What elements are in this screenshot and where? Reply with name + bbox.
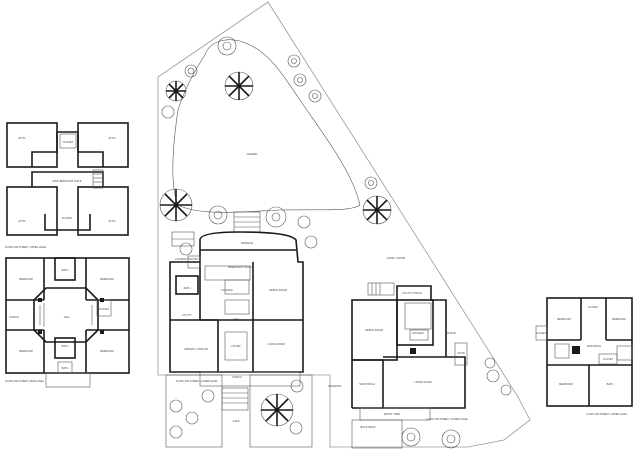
room-label: OFFICE [446, 331, 456, 335]
room-label: GATE [233, 419, 240, 423]
caption-center: 16 WILLOW STREET | LOWER LEVEL [176, 380, 219, 383]
label-terrace: TERRACE [241, 241, 254, 245]
room-label: CLOSET [603, 357, 614, 361]
shrub-icon [289, 421, 303, 435]
room-label: PORCH [232, 375, 241, 379]
caption-far-right: 14 WILLOW STREET | UPPER LEVEL [586, 413, 628, 416]
room-label: ATTIC [108, 136, 115, 140]
room-label: HALL [234, 317, 241, 321]
room-label: BATH [62, 344, 69, 348]
room-label: BEDROOM [100, 277, 113, 281]
room-label: LIBRARY / PARLOR [184, 347, 208, 351]
svg-text:CLOSET: CLOSET [62, 216, 73, 220]
room-label: HALL [64, 315, 71, 319]
plan-center: LAUNDRY PANTRY BREAKFAST NOOK KITCHEN DI… [165, 231, 313, 448]
shrub-icon [486, 369, 500, 383]
tree-icon [217, 36, 237, 56]
shrub-icon [201, 389, 215, 403]
room-label: ATTIC [108, 219, 115, 223]
room-label: BATH [62, 366, 69, 370]
plan-right: FAMILY ROOM DRIVEWAY UTILITY PORCH DININ… [328, 256, 469, 449]
room-label: FAMILY ROOM [387, 256, 405, 260]
shrub-icon [161, 105, 175, 119]
shrub-icon [208, 205, 228, 225]
shrub-icon [185, 411, 199, 425]
plan-upper-left: ATTIC ATTIC ATTIC ATTIC MAIN BEDROOM SUI… [5, 122, 129, 249]
room-label: FOYER [232, 344, 241, 348]
caption-upper-left: 18 WILLOW STREET | UPPER LEVEL [5, 246, 47, 249]
room-label: SUN PORCH [359, 382, 375, 386]
room-label: ATTIC [18, 136, 25, 140]
shrub-icon [304, 235, 318, 249]
caption-main-left: 18 WILLOW STREET | MAIN LEVEL [5, 380, 45, 383]
room-label: FRONT YARD [384, 412, 401, 416]
room-label: ATTIC [18, 219, 25, 223]
shrub-icon [500, 384, 512, 396]
room-label: BEDROOM [19, 277, 32, 281]
room-label: BACK DECK [361, 425, 376, 429]
room-label: STAIR [457, 351, 465, 355]
landscape-trees [159, 36, 512, 449]
shrub-icon [308, 89, 322, 103]
shrub-icon [169, 425, 183, 439]
room-label: MAIN BEDROOM SUITE [53, 179, 82, 183]
shrub-icon [287, 54, 301, 68]
tree-icon [165, 80, 187, 102]
room-label: UTILITY PORCH [402, 291, 422, 295]
room-label: BATH [607, 382, 614, 386]
room-label: BEDROOM [612, 317, 625, 321]
shrub-icon [184, 64, 198, 78]
label-garden: GARDEN [246, 152, 257, 156]
room-label: UTILITY [182, 313, 192, 317]
room-label: BATH [62, 268, 69, 272]
room-label: LIVING ROOM [267, 342, 284, 346]
garden-lawn [172, 39, 361, 213]
shrub-icon [484, 357, 496, 369]
room-label: CLOSET [99, 307, 110, 311]
shrub-icon [441, 429, 461, 449]
room-label: LAUNDRY PANTRY [175, 257, 199, 261]
room-label: BATH [184, 286, 191, 290]
tree-icon [224, 71, 254, 101]
room-label: BEDROOM [559, 382, 572, 386]
room-label: PORCH [9, 315, 18, 319]
shrub-icon [179, 242, 193, 256]
plan-main-left: BEDROOM BEDROOM BEDROOM BEDROOM HALL POR… [5, 257, 130, 388]
shrub-icon [401, 427, 421, 447]
room-label: BREAKFAST NOOK [228, 265, 252, 269]
plan-far-right: BEDROOM BEDROOM BEDROOM BATH CLOSET CLOS… [535, 297, 633, 416]
tree-icon [159, 188, 193, 222]
tree-icon [362, 195, 392, 225]
shrub-icon [364, 176, 378, 190]
shrub-icon [293, 73, 307, 87]
room-label: MAIN BATH [587, 344, 601, 348]
room-label: BEDROOM [557, 317, 570, 321]
shrub-icon [169, 399, 183, 413]
shrub-icon [265, 206, 287, 228]
room-label: CLOSET [536, 331, 547, 335]
room-label: CLOSET [63, 140, 74, 144]
room-label: BEDROOM [100, 349, 113, 353]
room-label: DINING ROOM [269, 288, 287, 292]
room-label: BEDROOM [19, 349, 32, 353]
room-label: DINING ROOM [365, 328, 383, 332]
room-label: CLOSET [588, 305, 599, 309]
room-label: KITCHEN [221, 288, 233, 292]
room-label: DRIVEWAY [328, 384, 342, 388]
room-label: LIVING ROOM [414, 380, 431, 384]
caption-right: 14 WILLOW STREET | LOWER LEVEL [426, 418, 469, 421]
shrub-icon [297, 215, 311, 229]
tree-icon [260, 393, 294, 427]
room-label: KITCHEN [412, 331, 424, 335]
